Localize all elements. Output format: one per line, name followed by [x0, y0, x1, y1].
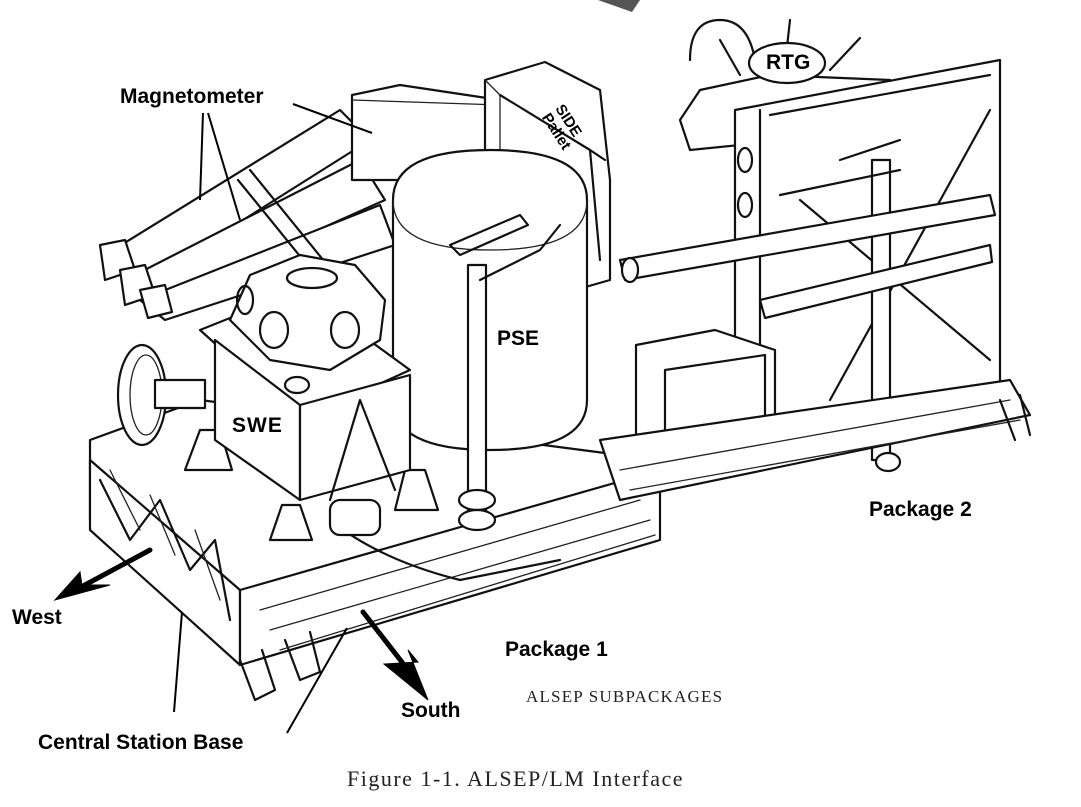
south-arrow: [360, 609, 429, 701]
rtg-label: RTG: [766, 51, 811, 74]
package-2-label: Package 2: [869, 498, 972, 521]
west-label: West: [12, 606, 62, 629]
pse-label: PSE: [497, 327, 540, 350]
magnetometer-leader-2: [207, 112, 241, 221]
figure-subtitle: ALSEP SUBPACKAGES: [526, 687, 724, 706]
magnetometer-leader-3: [292, 103, 373, 134]
figure-caption: Figure 1-1. ALSEP/LM Interface: [347, 766, 685, 791]
pse-drawing: [391, 148, 589, 532]
central-station-base-drawing: [88, 343, 662, 702]
south-label: South: [401, 699, 461, 722]
swe-label: SWE: [232, 414, 283, 437]
leader-lines: [173, 103, 373, 734]
package-2-drawing: [598, 18, 1032, 502]
west-arrow: [53, 547, 153, 601]
swe-drawing: [198, 253, 412, 502]
central-station-base-leader-1: [173, 611, 183, 713]
central-station-base-label: Central Station Base: [38, 731, 244, 754]
package-1-label: Package 1: [505, 638, 608, 661]
top-fragment: [598, 0, 640, 12]
magnetometer-leader-1: [199, 112, 204, 201]
central-station-base-leader-2: [286, 627, 348, 734]
magnetometer-label: Magnetometer: [120, 85, 264, 108]
